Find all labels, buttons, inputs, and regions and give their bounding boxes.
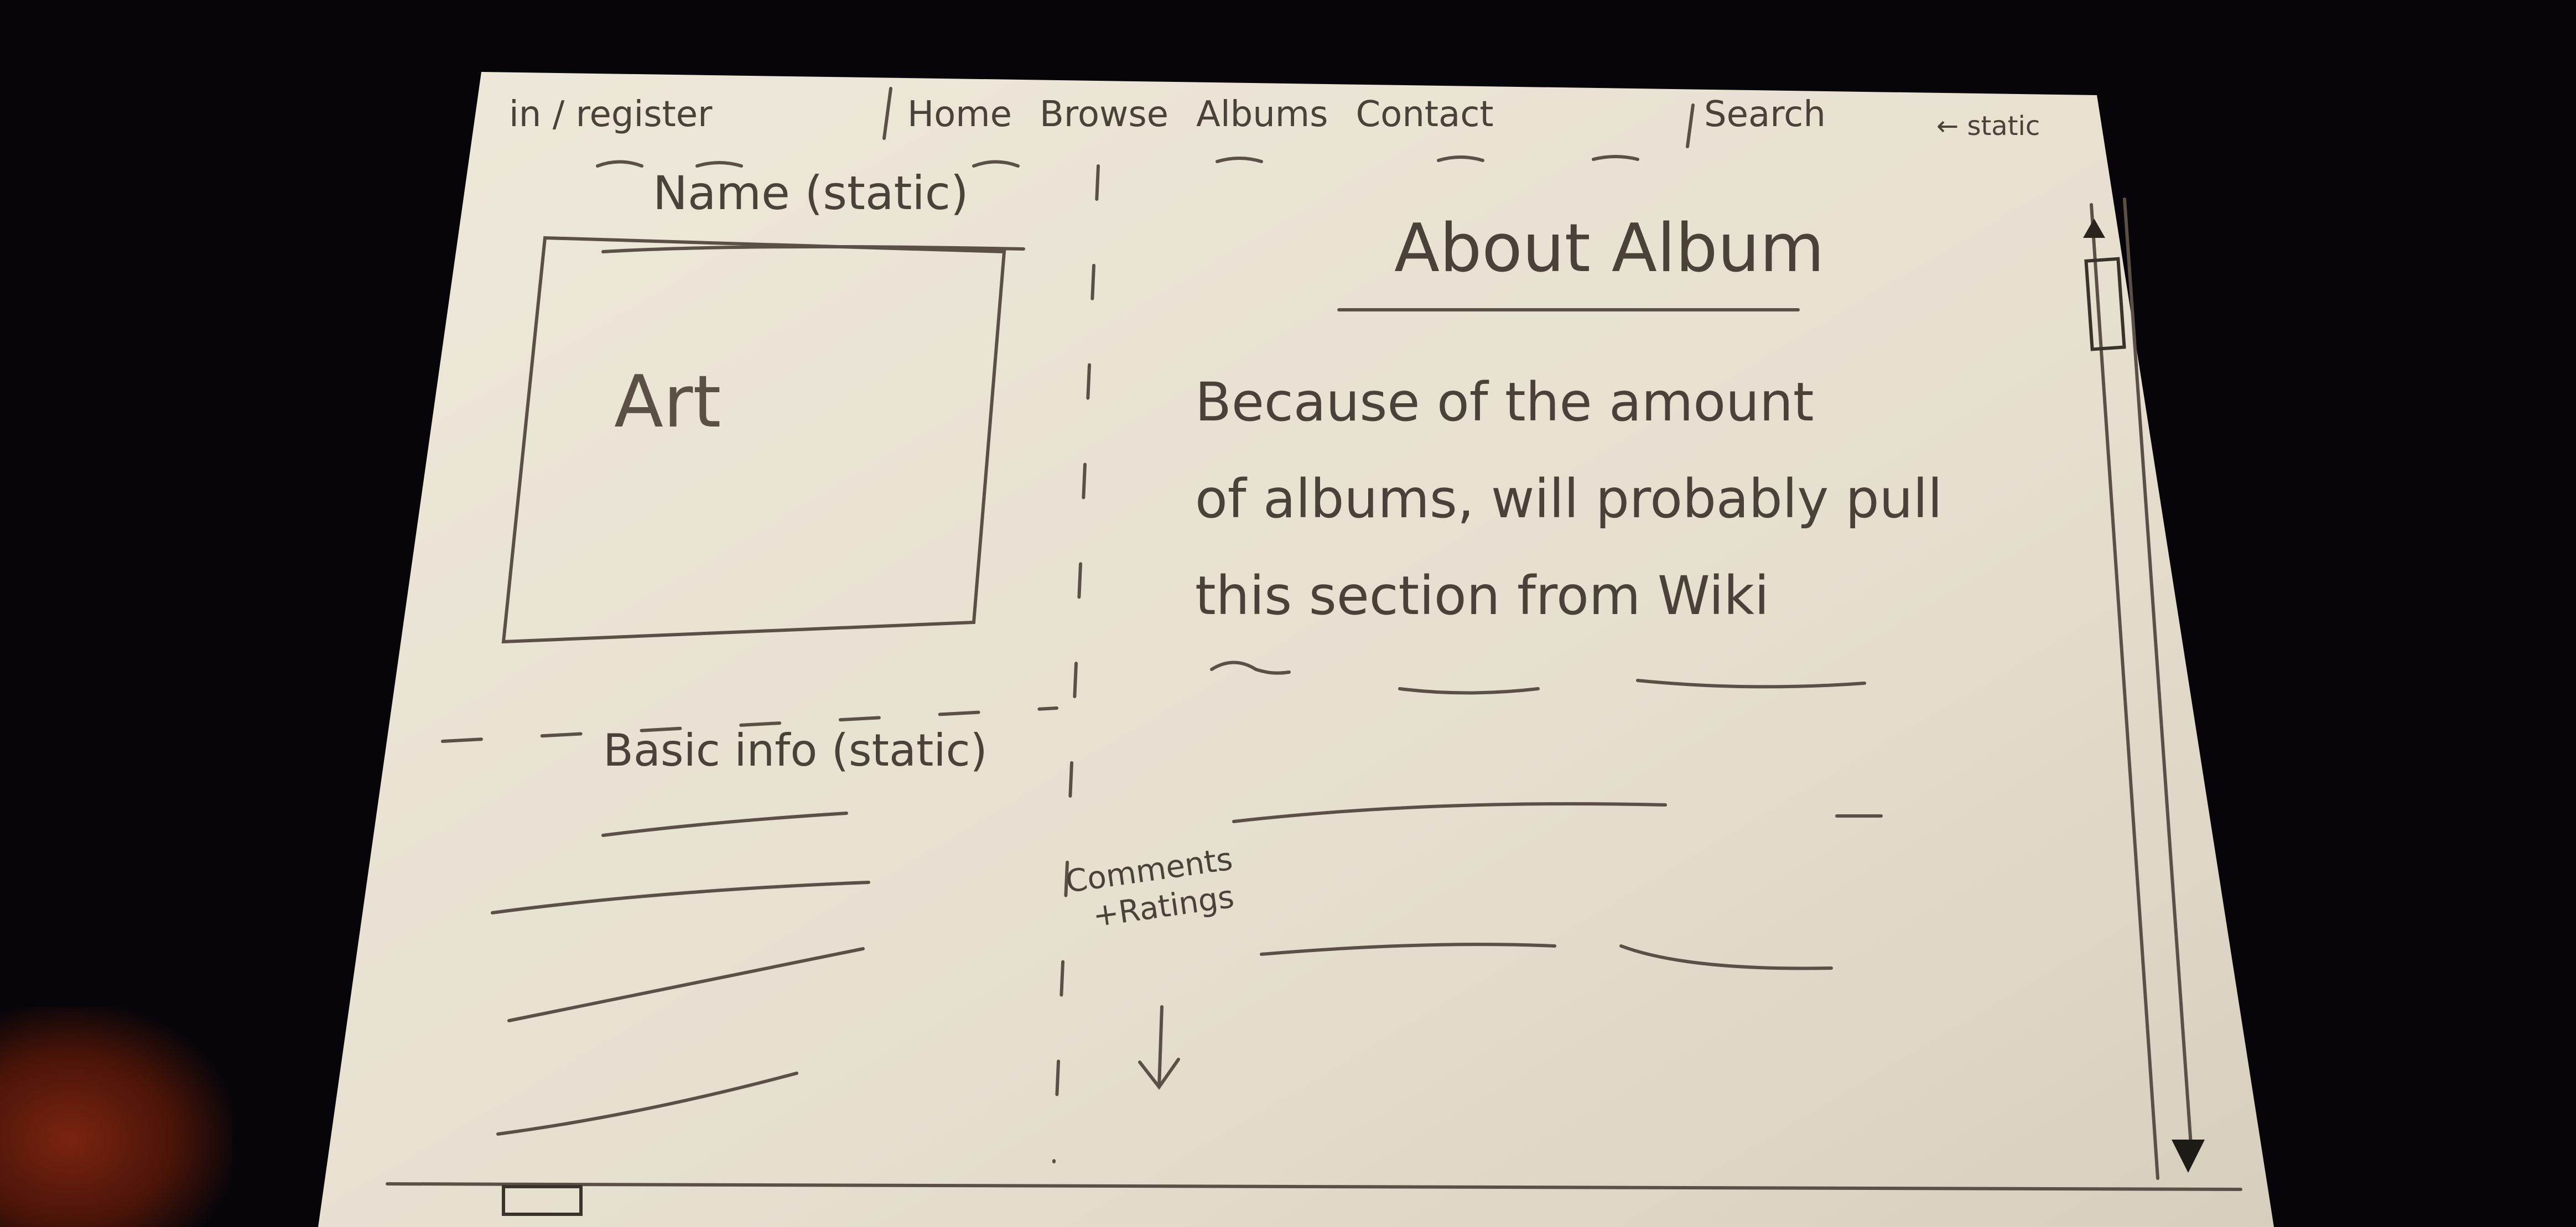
scroll-up-arrow-icon[interactable]: [2083, 219, 2105, 238]
about-line: this section from Wiki: [1195, 565, 1769, 627]
content-line: [1260, 943, 1556, 956]
scroll-down-arrow-icon[interactable]: [2172, 1140, 2205, 1173]
bottom-scroll-track: [386, 1182, 2242, 1191]
section-divider-right: [1210, 661, 1866, 695]
art-box: [501, 236, 1006, 644]
basic-info-heading: Basic info (static): [603, 725, 988, 776]
nav-underline: [596, 155, 1639, 168]
bottom-scrollbar-thumb[interactable]: [502, 1185, 583, 1216]
about-line: of albums, will probably pull: [1195, 468, 1943, 530]
album-art-placeholder-label: Art: [614, 360, 721, 444]
nav-link-contact[interactable]: Contact: [1355, 94, 1494, 135]
nav-link-albums[interactable]: Albums: [1196, 94, 1328, 135]
nav-divider: [882, 87, 892, 140]
nav-link-home[interactable]: Home: [907, 94, 1012, 135]
content-line: [1619, 944, 1833, 970]
about-album-title: About Album: [1394, 210, 1825, 287]
scrollbar-thumb[interactable]: [2084, 257, 2126, 351]
search-static-note: ← static: [1936, 111, 2040, 142]
section-divider-left: [441, 706, 1058, 743]
column-divider: [1052, 164, 1100, 1163]
basic-info-underline: [601, 812, 848, 837]
background-blur: [0, 1007, 232, 1227]
about-album-description: Because of the amount of albums, will pr…: [1195, 354, 1943, 644]
nav-links: Home Browse Albums Contact: [907, 94, 1493, 135]
nav-divider: [1686, 103, 1695, 148]
comments-arrow: [1138, 1005, 1180, 1090]
scrollbar-track: [2090, 197, 2193, 1180]
about-line: Because of the amount: [1195, 371, 1814, 433]
info-line: [496, 1072, 798, 1136]
paper-sheet: [318, 72, 2274, 1227]
info-line: [491, 881, 870, 914]
content-line: [1232, 802, 1667, 823]
search-field[interactable]: Search: [1704, 94, 1826, 135]
nav-link-browse[interactable]: Browse: [1040, 94, 1169, 135]
info-line: [507, 947, 865, 1022]
sign-in-register-link[interactable]: in / register: [509, 94, 713, 135]
album-name-heading: Name (static): [653, 166, 969, 220]
name-underline: [601, 245, 1025, 253]
